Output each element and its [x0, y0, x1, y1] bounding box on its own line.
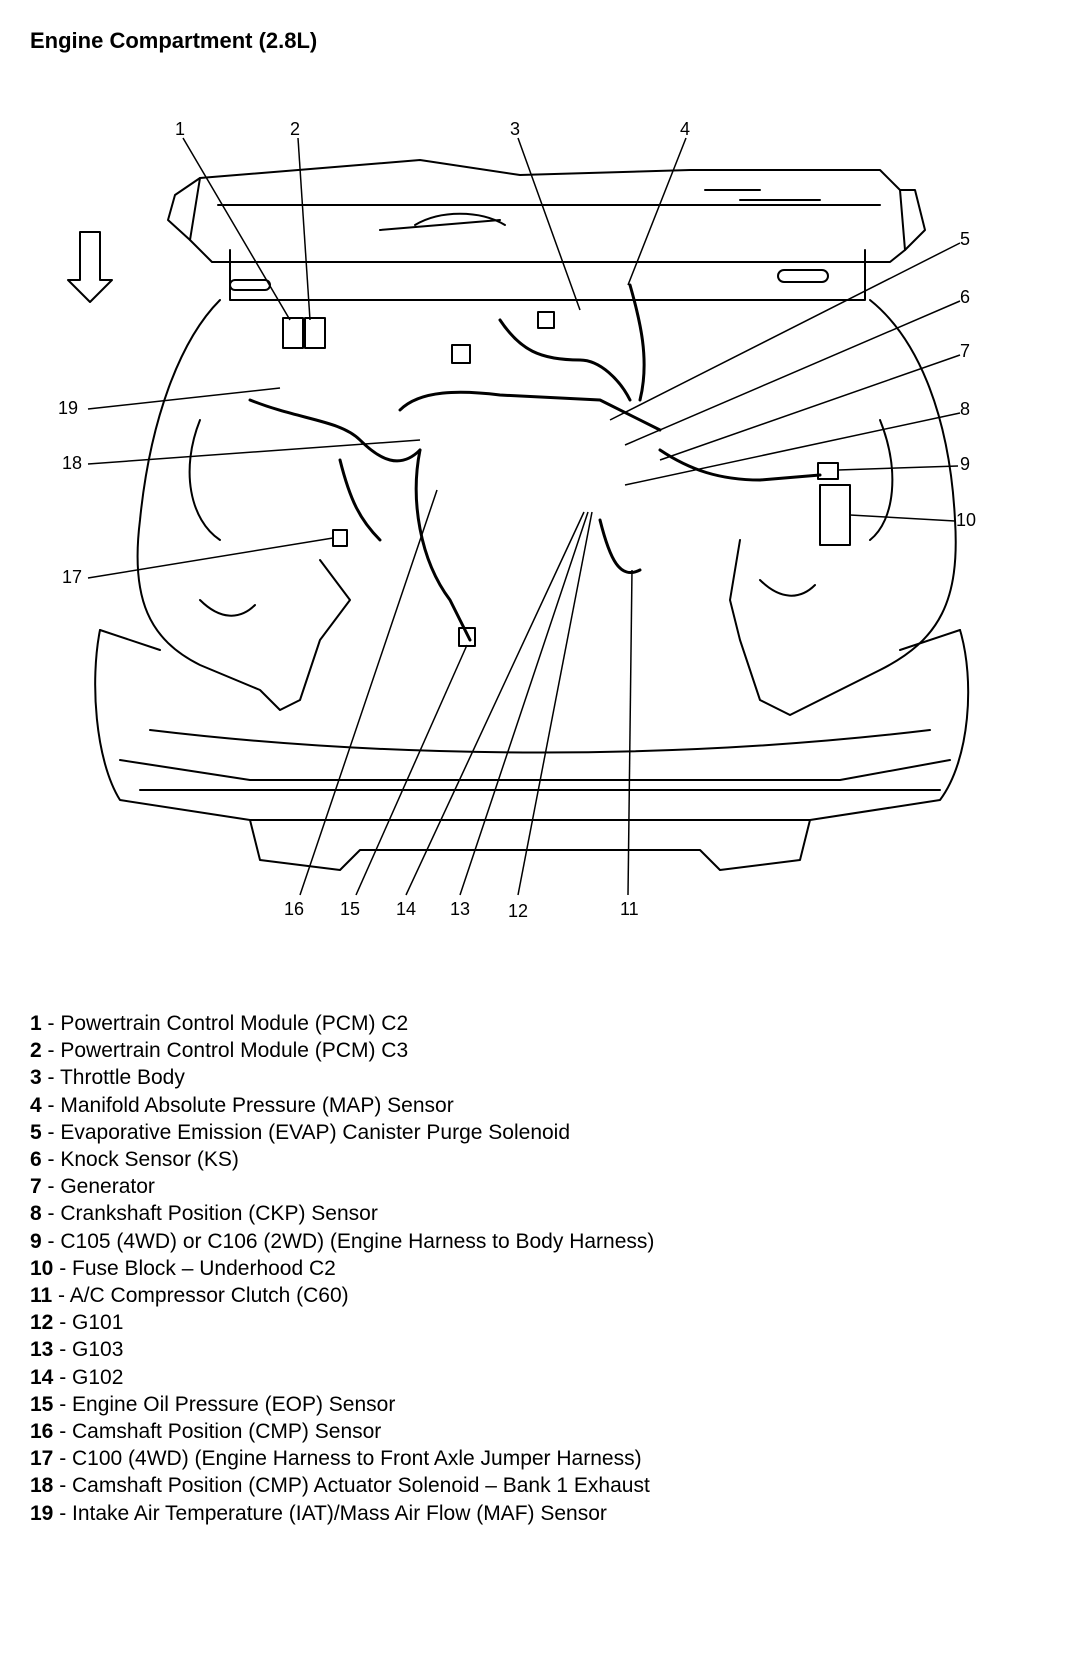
legend-number: 14	[30, 1365, 54, 1389]
legend-item: 17 - C100 (4WD) (Engine Harness to Front…	[30, 1445, 1050, 1472]
engine-compartment-diagram: 1 2 3 4 5 6 7 8 9 10 11 12 13 14 15 16 1…	[58, 119, 976, 921]
legend-item: 15 - Engine Oil Pressure (EOP) Sensor	[30, 1391, 1050, 1418]
leader-lines	[87, 137, 961, 896]
legend-number: 18	[30, 1474, 54, 1498]
callout-4: 4	[680, 119, 690, 139]
callout-12: 12	[508, 901, 528, 921]
legend-number: 16	[30, 1420, 54, 1444]
legend-number: 8	[30, 1202, 42, 1226]
legend-item: 10 - Fuse Block – Underhood C2	[30, 1255, 1050, 1282]
legend-text: - Camshaft Position (CMP) Sensor	[53, 1420, 382, 1444]
callout-2: 2	[290, 119, 300, 139]
legend-number: 17	[30, 1447, 54, 1471]
legend-number: 12	[30, 1311, 54, 1335]
legend-list: 1 - Powertrain Control Module (PCM) C2 2…	[30, 1010, 1050, 1527]
legend-number: 11	[30, 1284, 53, 1308]
callout-5: 5	[960, 229, 970, 249]
legend-item: 16 - Camshaft Position (CMP) Sensor	[30, 1418, 1050, 1445]
legend-item: 13 - G103	[30, 1336, 1050, 1363]
callout-1: 1	[175, 119, 185, 139]
front-arrow	[67, 231, 113, 303]
callout-17: 17	[62, 567, 82, 587]
legend-text: - Powertrain Control Module (PCM) C2	[41, 1012, 409, 1035]
legend-text: - Fuse Block – Underhood C2	[53, 1256, 336, 1280]
legend-number: 5	[30, 1120, 42, 1144]
legend-number: 4	[30, 1093, 42, 1117]
legend-text: - Camshaft Position (CMP) Actuator Solen…	[53, 1474, 650, 1498]
legend-item: 3 - Throttle Body	[30, 1064, 1050, 1091]
front-bumper	[94, 629, 970, 871]
legend-item: 5 - Evaporative Emission (EVAP) Canister…	[30, 1119, 1050, 1146]
legend-number: 7	[30, 1175, 42, 1199]
page-title: Engine Compartment (2.8L)	[30, 28, 318, 53]
legend-item: 14 - G102	[30, 1364, 1050, 1391]
callout-8: 8	[960, 399, 970, 419]
legend-number: 9	[30, 1229, 42, 1253]
callout-9: 9	[960, 454, 970, 474]
callout-13: 13	[450, 899, 470, 919]
legend-item: 4 - Manifold Absolute Pressure (MAP) Sen…	[30, 1092, 1050, 1119]
left-fender	[136, 299, 351, 711]
callout-11: 11	[620, 899, 639, 919]
callout-3: 3	[510, 119, 520, 139]
wire-harness	[248, 283, 822, 642]
legend-text: - Crankshaft Position (CKP) Sensor	[41, 1202, 378, 1226]
legend-text: - C105 (4WD) or C106 (2WD) (Engine Harne…	[41, 1229, 655, 1253]
legend-item: 18 - Camshaft Position (CMP) Actuator So…	[30, 1472, 1050, 1499]
legend-item: 7 - Generator	[30, 1173, 1050, 1200]
legend-text: - Evaporative Emission (EVAP) Canister P…	[41, 1120, 571, 1144]
callout-16: 16	[284, 899, 304, 919]
legend-text: - Intake Air Temperature (IAT)/Mass Air …	[53, 1501, 607, 1525]
legend-item: 9 - C105 (4WD) or C106 (2WD) (Engine Har…	[30, 1228, 1050, 1255]
legend-item: 11 - A/C Compressor Clutch (C60)	[30, 1282, 1050, 1309]
legend-text: - Powertrain Control Module (PCM) C3	[41, 1039, 409, 1063]
radiator-support	[167, 159, 926, 301]
legend-text: - A/C Compressor Clutch (C60)	[52, 1284, 349, 1308]
right-fender	[729, 299, 957, 716]
legend-item: 8 - Crankshaft Position (CKP) Sensor	[30, 1200, 1050, 1227]
legend-text: - Knock Sensor (KS)	[41, 1148, 239, 1172]
legend-text: - Engine Oil Pressure (EOP) Sensor	[53, 1392, 396, 1416]
legend-item: 1 - Powertrain Control Module (PCM) C2	[30, 1010, 1050, 1037]
callout-18: 18	[62, 453, 82, 473]
callout-labels: 1 2 3 4 5 6 7 8 9 10 11 12 13 14 15 16 1…	[58, 119, 976, 921]
legend-number: 1	[30, 1012, 42, 1035]
legend-number: 13	[30, 1338, 54, 1362]
legend-text: - G103	[53, 1338, 124, 1362]
legend-number: 3	[30, 1066, 42, 1090]
callout-7: 7	[960, 341, 970, 361]
legend-number: 6	[30, 1148, 42, 1172]
legend-text: - G101	[53, 1311, 124, 1335]
legend-number: 10	[30, 1256, 54, 1280]
legend-number: 15	[30, 1392, 54, 1416]
legend-item: 12 - G101	[30, 1309, 1050, 1336]
legend-text: - Throttle Body	[41, 1066, 185, 1090]
callout-6: 6	[960, 287, 970, 307]
legend-item: 2 - Powertrain Control Module (PCM) C3	[30, 1037, 1050, 1064]
legend-text: - C100 (4WD) (Engine Harness to Front Ax…	[53, 1447, 642, 1471]
callout-19: 19	[58, 398, 78, 418]
legend-item: 19 - Intake Air Temperature (IAT)/Mass A…	[30, 1500, 1050, 1527]
legend-text: - G102	[53, 1365, 124, 1389]
callout-10: 10	[956, 510, 976, 530]
legend-text: - Generator	[41, 1175, 155, 1199]
legend-number: 2	[30, 1039, 42, 1063]
legend-number: 19	[30, 1501, 54, 1525]
legend-item: 6 - Knock Sensor (KS)	[30, 1146, 1050, 1173]
legend-text: - Manifold Absolute Pressure (MAP) Senso…	[41, 1093, 454, 1117]
callout-14: 14	[396, 899, 416, 919]
callout-15: 15	[340, 899, 360, 919]
